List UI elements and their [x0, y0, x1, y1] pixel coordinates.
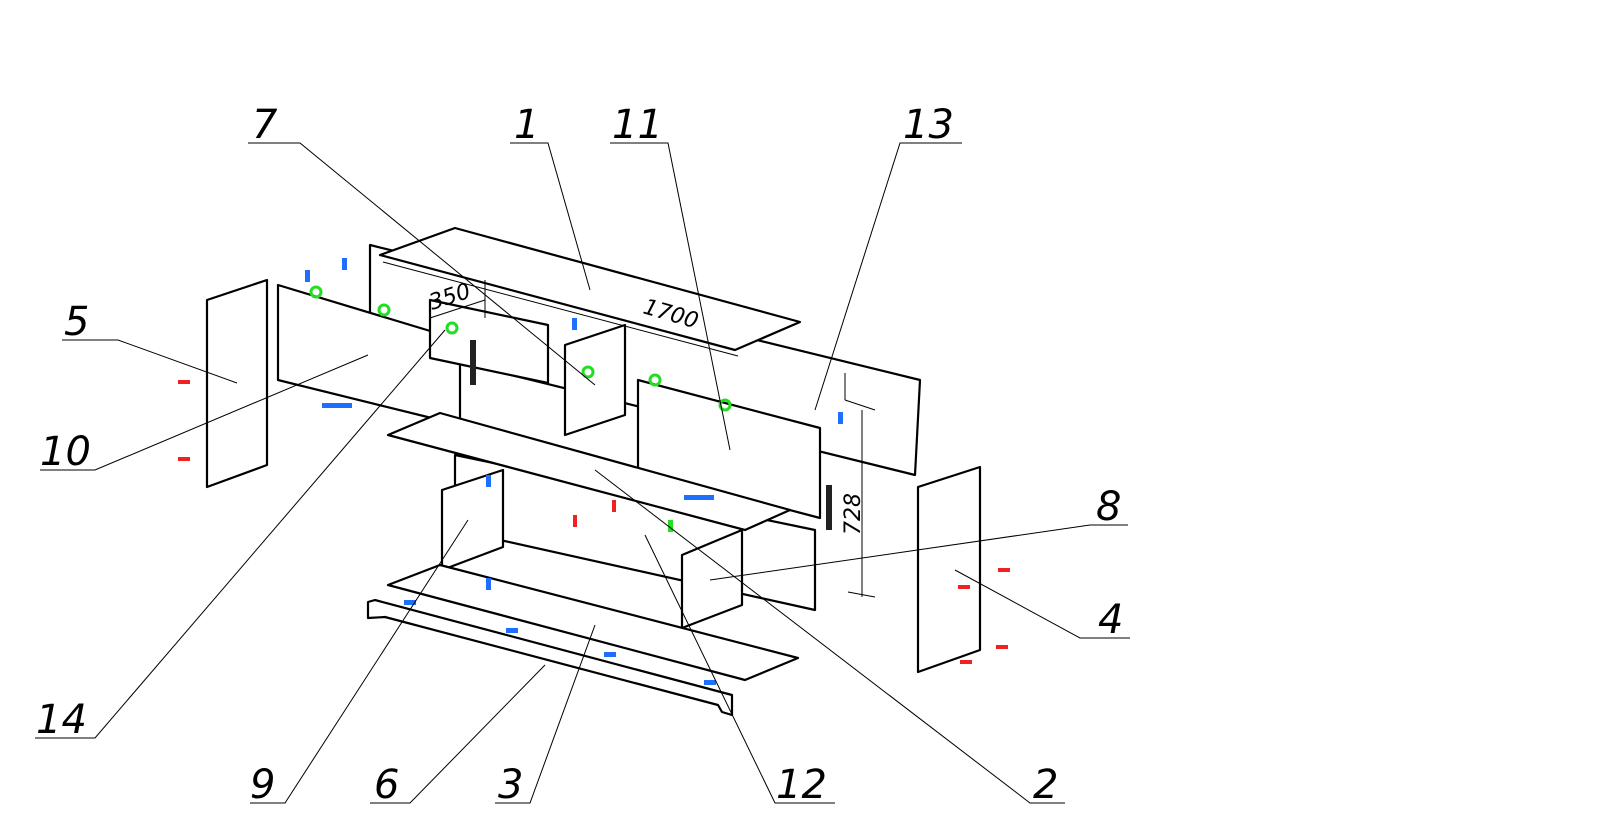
callout-11: 11 — [612, 102, 663, 148]
callout-9: 9 — [250, 762, 275, 808]
callout-12: 12 — [776, 762, 827, 808]
handle-icon — [826, 485, 832, 530]
callout-7: 7 — [252, 102, 278, 148]
fittings — [178, 258, 1010, 685]
partition-7 — [563, 323, 627, 437]
partition-8 — [680, 528, 744, 630]
side-panel-4 — [916, 465, 982, 674]
leader-lines — [35, 142, 1130, 804]
callout-1: 1 — [514, 102, 539, 148]
callout-14: 14 — [36, 697, 87, 743]
callout-4: 4 — [1098, 597, 1123, 643]
plinth-6 — [366, 598, 734, 717]
shelf-2 — [386, 411, 792, 532]
dimension-height: 728 — [841, 493, 866, 535]
handle-icon — [470, 340, 476, 385]
callout-3: 3 — [498, 762, 523, 808]
dimension-lines — [429, 280, 876, 598]
door-11 — [636, 378, 822, 520]
callout-13: 13 — [903, 102, 954, 148]
callout-2: 2 — [1033, 762, 1058, 808]
callout-6: 6 — [374, 762, 399, 808]
callout-5: 5 — [64, 299, 89, 345]
callout-10: 10 — [40, 429, 91, 475]
bottom-panel-3 — [386, 563, 800, 682]
partition-9 — [440, 468, 505, 572]
side-panel-5 — [205, 278, 269, 489]
callout-8: 8 — [1096, 484, 1121, 530]
